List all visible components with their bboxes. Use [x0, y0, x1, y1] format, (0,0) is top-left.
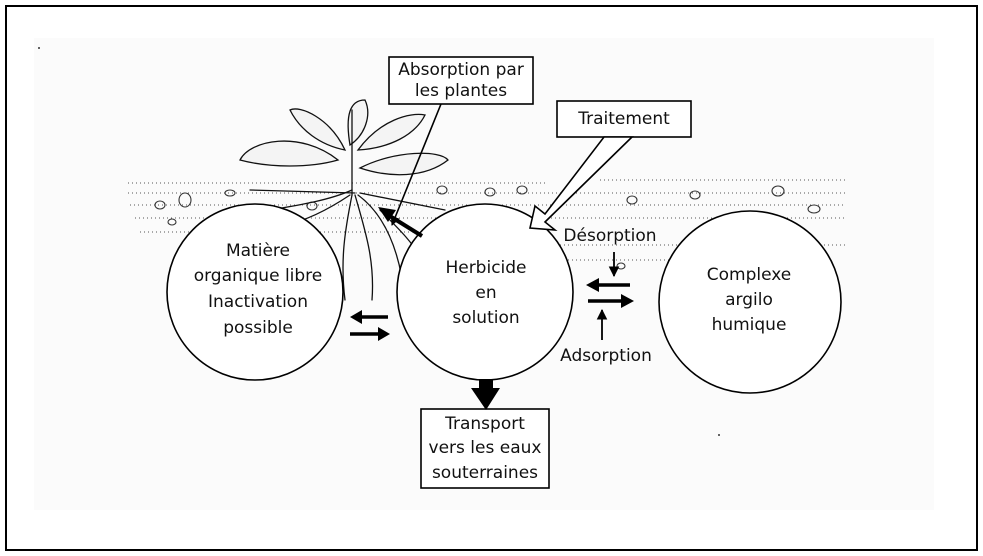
adsorption-label: Adsorption	[560, 346, 652, 366]
organic-matter-line4: possible	[223, 318, 293, 338]
traitement-label: Traitement	[577, 109, 670, 129]
herbicide-line3: solution	[452, 308, 519, 328]
absorption-label-line1: Absorption par	[398, 60, 524, 80]
transport-line3: souterraines	[432, 463, 538, 483]
complex-line1: Complexe	[707, 265, 792, 285]
herbicide-line2: en	[475, 283, 496, 303]
organic-matter-line1: Matière	[226, 241, 290, 261]
absorption-label-line2: les plantes	[415, 81, 507, 101]
organic-matter-line3: Inactivation	[208, 292, 308, 312]
speck	[718, 434, 720, 436]
complex-line2: argilo	[725, 290, 773, 310]
transport-line1: Transport	[444, 414, 525, 434]
organic-matter-line2: organique libre	[194, 266, 323, 286]
herbicide-line1: Herbicide	[445, 258, 526, 278]
complex-line3: humique	[712, 315, 787, 335]
transport-line2: vers les eaux	[429, 438, 542, 458]
speck	[38, 47, 40, 49]
desorption-label: Désorption	[563, 226, 656, 246]
